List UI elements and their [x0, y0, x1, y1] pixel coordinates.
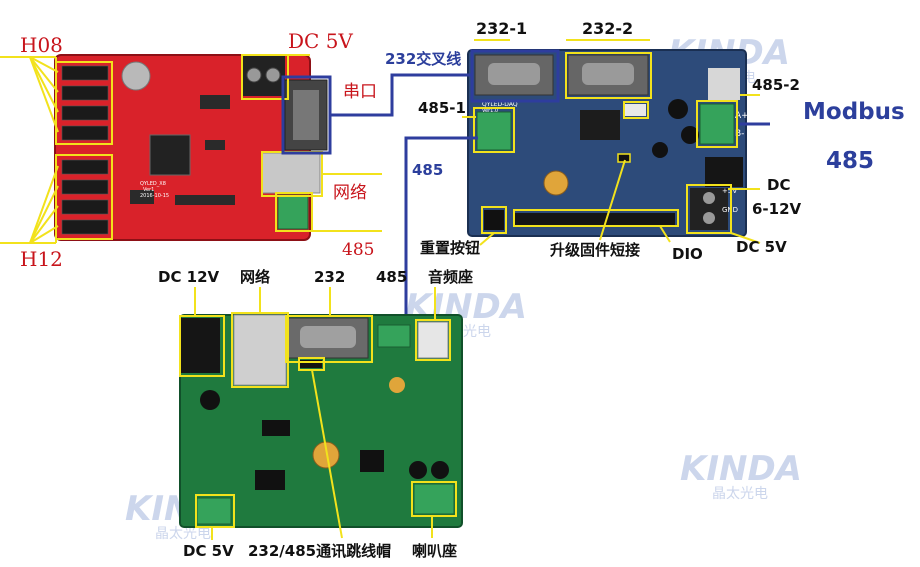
svg-text:Ver1: Ver1 [143, 187, 154, 193]
blue-board-232-2-port [567, 54, 649, 96]
svg-text:2016-10-15: 2016-10-15 [140, 193, 169, 199]
svg-text:QYLED-DAQ: QYLED-DAQ [482, 101, 518, 108]
green-board-485-terminal [377, 324, 411, 348]
red-controller-board: QYLED_X8 Ver1 2016-10-15 [54, 54, 328, 241]
red-board-mcu [149, 134, 191, 176]
label-link-485: 485 [412, 161, 443, 179]
label-modbus: Modbus [803, 99, 905, 125]
green-board-232-port [287, 317, 369, 359]
label-serial: 串口 [343, 82, 377, 102]
label-comm-jumper: 232/485通讯跳线帽 [248, 542, 391, 560]
green-board-dc12v-jack [180, 318, 220, 373]
svg-text:A+: A+ [735, 111, 749, 121]
label-modbus-485: 485 [826, 148, 874, 174]
green-board-callouts [179, 287, 457, 540]
green-audio-board [179, 314, 463, 528]
green-board-audio-jack [417, 321, 449, 359]
label-crossover-cable: 232交叉线 [385, 50, 461, 68]
red-board-headers [61, 65, 109, 235]
label-firmware-jumper: 升级固件短接 [550, 241, 640, 259]
label-audio-jack: 音频座 [428, 268, 473, 286]
red-board-485-terminal [277, 194, 309, 230]
label-speaker: 喇叭座 [412, 542, 457, 560]
label-blue-dc: DC [767, 176, 790, 194]
red-board-callouts [0, 54, 382, 244]
svg-text:晶太光电: 晶太光电 [712, 486, 768, 502]
label-232-1: 232-1 [476, 19, 527, 38]
label-h08: H08 [20, 33, 63, 57]
red-board-serial-port [284, 79, 328, 151]
red-board-battery [121, 61, 151, 91]
label-dc12v: DC 12V [158, 268, 220, 286]
label-dc-range: 6-12V [752, 200, 802, 218]
label-reset-button: 重置按钮 [420, 239, 480, 257]
green-board-network-jack [233, 314, 287, 386]
green-board-dc5v-terminal [196, 497, 232, 525]
label-green-network: 网络 [240, 268, 270, 286]
svg-text:晶太光电: 晶太光电 [155, 526, 211, 542]
label-red-485: 485 [342, 240, 374, 260]
red-board-network-jack [261, 152, 321, 194]
label-red-network: 网络 [333, 183, 367, 203]
label-h12: H12 [20, 247, 63, 271]
watermark-right: KINDA 晶太光电 [680, 449, 802, 502]
svg-text:KINDA: KINDA [680, 449, 802, 489]
blue-board-callouts [462, 39, 761, 246]
label-dio: DIO [672, 245, 703, 263]
svg-text:QYLED_X8: QYLED_X8 [140, 181, 166, 187]
blue-board-dc-terminal [705, 157, 743, 187]
green-board-speaker-terminal [413, 483, 455, 515]
label-red-dc5v: DC 5V [288, 29, 353, 53]
label-485-1: 485-1 [418, 99, 466, 117]
blue-board-485-2-terminal [699, 103, 735, 145]
svg-text:+5V: +5V [722, 187, 737, 195]
label-green-485: 485 [376, 268, 407, 286]
red-board-dc5v-terminal [243, 56, 285, 96]
blue-board-485-1-terminal [476, 111, 512, 151]
label-485-2: 485-2 [752, 76, 800, 94]
blue-board-232-1-port [474, 54, 554, 96]
svg-text:B-: B- [735, 129, 744, 139]
label-green-dc5v: DC 5V [183, 542, 234, 560]
label-green-232: 232 [314, 268, 345, 286]
svg-text:Ver1.0: Ver1.0 [482, 108, 498, 114]
label-232-2: 232-2 [582, 19, 633, 38]
label-blue-dc5v: DC 5V [736, 238, 787, 256]
blue-daq-board: QYLED-DAQ Ver1.0 +5V GND A+ B- [467, 49, 749, 237]
